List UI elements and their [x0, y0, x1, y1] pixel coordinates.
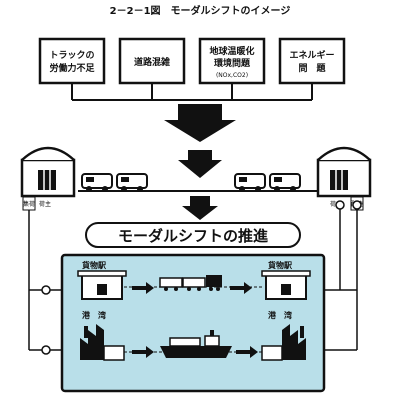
problem-environment-line2: 環境問題 — [214, 57, 251, 69]
rail-station-right-label: 貨物駅 — [268, 260, 293, 270]
problem-environment-line1: 地球温暖化 — [209, 45, 254, 57]
problem-box-energy: エネルギー 問 題 — [278, 37, 346, 85]
figure-title: 2－2－1図 モーダルシフトのイメージ — [110, 4, 291, 17]
truck-icon — [116, 173, 148, 192]
link-node — [41, 285, 51, 295]
link-node — [335, 200, 345, 210]
freight-train-icon — [159, 275, 222, 291]
truck-icon — [234, 173, 266, 192]
sea-arrow-left — [132, 346, 154, 358]
port-left — [80, 324, 125, 361]
link-node — [41, 345, 51, 355]
problem-labor-line2: 労働力不足 — [49, 62, 95, 74]
freight-station-right — [261, 270, 311, 300]
freight-station-left — [77, 270, 127, 300]
problem-connector — [71, 83, 313, 101]
problem-environment-line3: (NOx,CO2) — [216, 72, 248, 79]
problem-energy-line2: 問 題 — [298, 63, 326, 74]
problem-labor-line1: トラックの — [49, 50, 94, 61]
port-left-label: 港 湾 — [82, 310, 106, 320]
depot-left-tags: 集荷 荷主 — [22, 196, 51, 211]
banner: モーダルシフトの推進 — [85, 222, 301, 248]
problem-congestion-line1: 道路混雑 — [134, 56, 170, 68]
ship-icon — [160, 330, 232, 358]
depot-right — [316, 146, 372, 198]
truck-icon — [269, 173, 301, 192]
problem-box-labor: トラックの 労働力不足 — [38, 37, 106, 85]
port-right-label: 港 湾 — [268, 310, 292, 320]
problem-energy-line1: エネルギー — [289, 49, 334, 61]
down-arrow-1 — [164, 104, 236, 142]
truck-icon — [81, 173, 113, 192]
port-right — [261, 324, 306, 361]
rail-station-left-label: 貨物駅 — [82, 260, 107, 270]
depot-left-label-a: 集荷 — [23, 200, 35, 208]
depot-left-label-b: 荷主 — [39, 200, 51, 208]
problem-box-congestion: 道路混雑 — [118, 37, 186, 85]
depot-left — [20, 146, 76, 198]
down-arrow-3 — [182, 196, 218, 220]
link-node — [352, 200, 362, 210]
modal-panel — [60, 253, 326, 393]
rail-arrow-left — [132, 282, 154, 294]
sea-arrow-right — [236, 346, 258, 358]
banner-text: モーダルシフトの推進 — [118, 227, 269, 245]
down-arrow-2 — [178, 150, 222, 178]
rail-arrow-right — [230, 282, 252, 294]
problem-box-environment: 地球温暖化 環境問題 (NOx,CO2) — [198, 37, 266, 85]
